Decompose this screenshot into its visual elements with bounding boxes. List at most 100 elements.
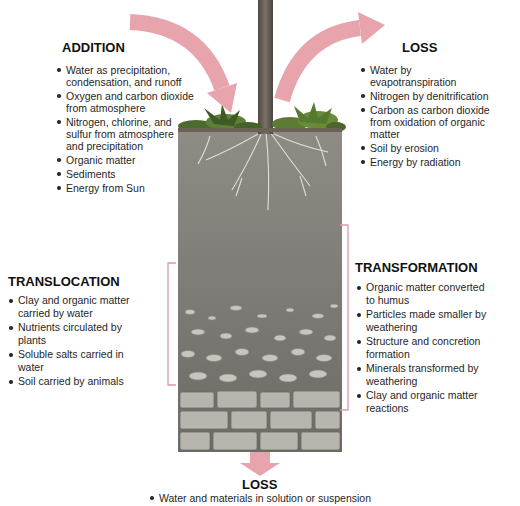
bullet-dot xyxy=(150,496,154,500)
ground-plants-part xyxy=(178,128,342,132)
process-item: Energy from Sun xyxy=(66,182,194,194)
process-item: Particles made smaller by weathering xyxy=(366,308,488,334)
bullet-item: Organic matter converted to humus xyxy=(366,281,488,307)
roots-part xyxy=(316,136,326,166)
roots-part xyxy=(270,132,310,186)
ground-plants xyxy=(178,102,346,132)
process-item: Structure and concretion formation xyxy=(366,335,488,361)
bullet-item: Nutrients circulated by plants xyxy=(18,321,146,347)
rock-slabs xyxy=(180,391,340,450)
process-item: Soluble salts carried in water xyxy=(18,348,146,374)
rock-slabs-part xyxy=(217,391,257,408)
pebbles-part xyxy=(330,304,338,308)
bullet-item: Energy from Sun xyxy=(66,182,194,194)
pebbles-part xyxy=(286,308,294,312)
bullet-item: Clay and organic matter carried by water xyxy=(18,294,146,320)
rock-slabs-part xyxy=(231,411,267,429)
pebbles-part xyxy=(219,374,237,382)
bullet-item: Soluble salts carried in water xyxy=(18,348,146,374)
bullet-dot xyxy=(361,68,365,72)
pebbles-part xyxy=(245,327,259,333)
process-item: Soil by erosion xyxy=(370,142,498,154)
process-item: Nitrogen, chlorine, and sulfur from atmo… xyxy=(66,116,194,152)
pebbles xyxy=(181,304,338,382)
bullet-item: Water by evapotranspiration xyxy=(370,64,498,88)
bullet-item: Nitrogen, chlorine, and sulfur from atmo… xyxy=(66,116,194,152)
bullet-item: Carbon as carbon dioxide from oxidation … xyxy=(370,104,498,140)
pebbles-part xyxy=(312,314,324,319)
rock-slabs-part xyxy=(180,411,228,429)
pebbles-part xyxy=(324,335,336,341)
bullet-item: Soil carried by animals xyxy=(18,375,146,388)
pebbles-part xyxy=(189,372,207,380)
bullet-dot xyxy=(357,394,361,398)
process-item: Nitrogen by denitrification xyxy=(370,90,498,102)
pebbles-part xyxy=(262,355,278,362)
bullet-dot xyxy=(361,146,365,150)
process-item: Organic matter xyxy=(66,154,194,166)
bullet-item: Sediments xyxy=(66,168,194,180)
pebbles-part xyxy=(309,370,327,378)
process-item: Water as precipitation, condensation, an… xyxy=(66,64,194,88)
bullet-item: Minerals transformed by weathering xyxy=(366,362,488,388)
bottom-loss-arrow-part xyxy=(240,463,280,476)
soil-column-part xyxy=(178,128,342,452)
bullet-item: Water and materials in solution or suspe… xyxy=(159,492,371,504)
addition-arrow-part xyxy=(207,83,237,113)
bullet-dot xyxy=(9,380,13,384)
heading-slot: ADDITION xyxy=(62,40,125,55)
pebbles-part xyxy=(191,329,205,335)
roots-part xyxy=(266,132,269,210)
process-item: Energy by radiation xyxy=(370,156,498,168)
bullet-dot xyxy=(57,94,61,98)
process-item: Minerals transformed by weathering xyxy=(366,362,488,388)
pebbles-part xyxy=(249,370,267,378)
pebbles-part xyxy=(220,333,232,339)
process-item: Sediments xyxy=(66,168,194,180)
rock-slabs-part xyxy=(180,392,214,408)
process-item: Water by evapotranspiration xyxy=(370,64,498,88)
roots-part xyxy=(274,134,328,152)
bullet-dot xyxy=(9,326,13,330)
loss-arrow xyxy=(282,12,385,100)
pebbles-part xyxy=(291,349,305,356)
translocation-bracket xyxy=(168,263,176,385)
heading-slot: LOSS xyxy=(402,40,437,55)
bullet-dot xyxy=(357,286,361,290)
pebbles-part xyxy=(181,351,195,358)
bullet-dot xyxy=(357,313,361,317)
process-item: Nutrients circulated by plants xyxy=(18,321,146,347)
rock-slabs-part xyxy=(260,432,298,450)
bullet-item: Nitrogen by denitrification xyxy=(370,90,498,102)
roots-part xyxy=(236,178,242,196)
pebbles-part xyxy=(279,374,297,382)
pebbles-part xyxy=(299,329,313,335)
roots xyxy=(198,132,328,210)
ground-plants-part xyxy=(204,104,240,126)
process-item: Water and materials in solution or suspe… xyxy=(159,492,371,504)
roots-part xyxy=(300,176,306,196)
pebbles-part xyxy=(230,306,242,311)
section-heading: TRANSLOCATION xyxy=(8,274,120,289)
roots-part xyxy=(206,134,258,160)
bullet-item: Organic matter xyxy=(66,154,194,166)
pebbles-part xyxy=(185,310,195,315)
bottom-loss-arrow xyxy=(240,452,280,476)
ground-plants-part xyxy=(294,102,332,124)
roots-part xyxy=(198,136,210,164)
pebbles-part xyxy=(208,316,216,320)
bullet-dot xyxy=(361,94,365,98)
bullet-dot xyxy=(57,158,61,162)
translocation-bracket-part xyxy=(168,263,176,385)
process-item: Oxygen and carbon dioxide from atmospher… xyxy=(66,90,194,114)
bullet-dot xyxy=(57,172,61,176)
process-item: Clay and organic matter carried by water xyxy=(18,294,146,320)
bullet-item: Soil by erosion xyxy=(370,142,498,154)
pebbles-part xyxy=(257,314,267,318)
pebbles-part xyxy=(274,335,286,341)
bullet-item: Water as precipitation, condensation, an… xyxy=(66,64,194,88)
bullet-dot xyxy=(361,160,365,164)
bullet-dot xyxy=(57,68,61,72)
process-item: Clay and organic matter reactions xyxy=(366,389,488,415)
